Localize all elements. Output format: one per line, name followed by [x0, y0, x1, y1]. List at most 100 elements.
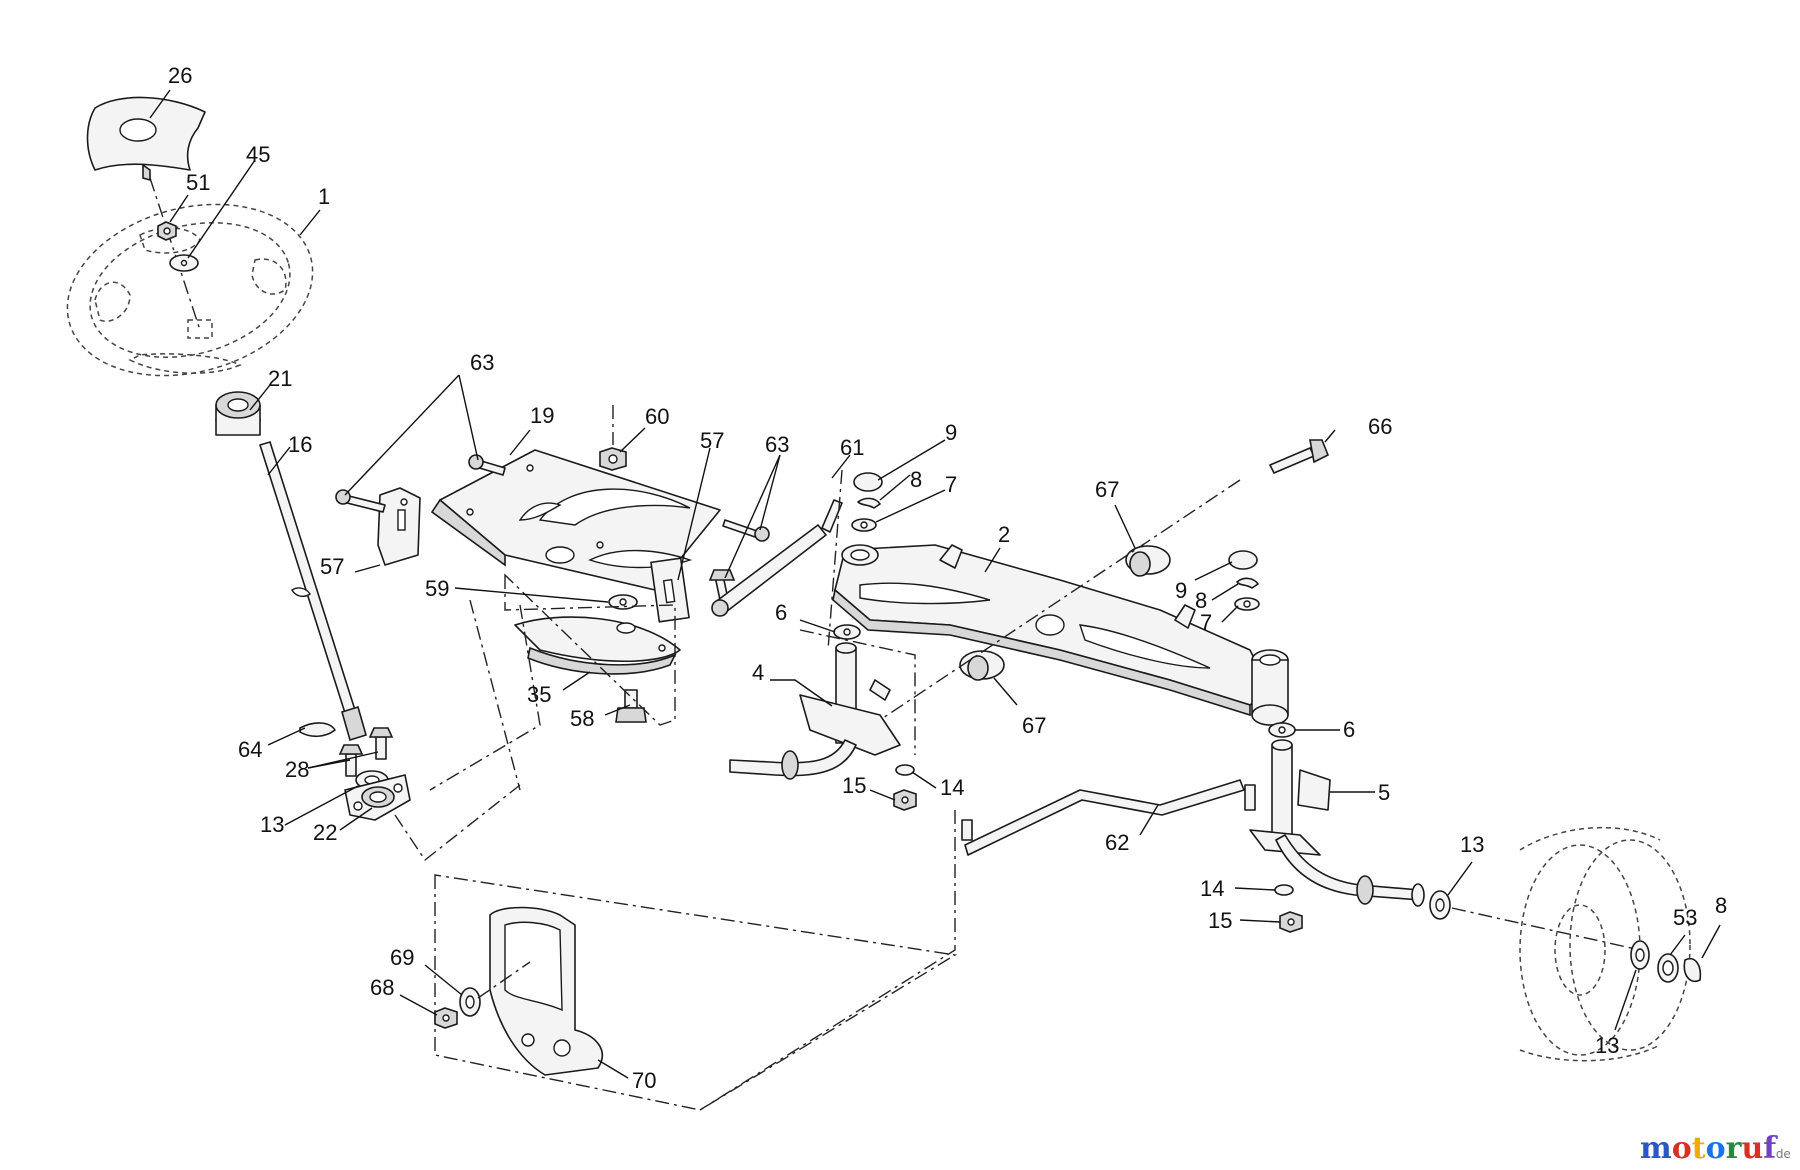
pivot-bolt-66 — [1269, 439, 1330, 474]
watermark-suffix: .de — [1772, 1147, 1791, 1161]
callout-9-left: 9 — [945, 420, 957, 445]
callout-15-left: 15 — [842, 773, 866, 798]
callout-59: 59 — [425, 576, 449, 601]
flange-nut-68 — [434, 1007, 458, 1029]
callout-labels: 26 1 45 51 21 16 64 28 13 22 63 19 57 59… — [168, 63, 1727, 1093]
nut-15-left — [893, 789, 917, 811]
bolt-63-right — [722, 519, 770, 542]
shoulder-bolt-58 — [615, 689, 647, 723]
callout-61: 61 — [840, 435, 864, 460]
callout-26: 26 — [168, 63, 192, 88]
callout-28: 28 — [285, 757, 309, 782]
nut-15-right — [1279, 911, 1303, 933]
callout-58: 58 — [570, 706, 594, 731]
callout-64: 64 — [238, 737, 262, 762]
callout-68: 68 — [370, 975, 394, 1000]
callout-14-left: 14 — [940, 775, 964, 800]
watermark-letter: o — [1706, 1131, 1726, 1166]
callout-1: 1 — [318, 184, 330, 209]
callout-7-left: 7 — [945, 472, 957, 497]
washer-59 — [608, 594, 638, 610]
steering-plate-70 — [489, 906, 604, 1076]
callout-53: 53 — [1673, 905, 1697, 930]
front-axle-2 — [832, 544, 1289, 726]
watermark-letter: u — [1741, 1131, 1763, 1166]
svg-text:motoruf: motoruf — [1640, 1131, 1778, 1166]
mounting-bracket-57-left — [377, 487, 421, 566]
steering-support-plate — [430, 449, 721, 623]
washer-69 — [459, 987, 481, 1017]
watermark-letter: f — [1763, 1131, 1778, 1166]
callout-57-right: 57 — [700, 428, 724, 453]
callout-63-left: 63 — [470, 350, 494, 375]
cap-9-right — [1228, 550, 1258, 570]
hex-nut-51 — [157, 221, 177, 241]
callout-21: 21 — [268, 366, 292, 391]
front-wheel — [1519, 826, 1691, 1062]
callout-16: 16 — [288, 432, 312, 457]
bumper-67-lower — [959, 650, 1005, 681]
bolt-28 — [338, 727, 394, 777]
spindle-5-right — [1249, 739, 1425, 907]
callout-62: 62 — [1105, 830, 1129, 855]
callout-14-right: 14 — [1200, 876, 1224, 901]
spacer-6-left — [833, 624, 861, 640]
callout-6-left: 6 — [775, 600, 787, 625]
callout-5: 5 — [1378, 780, 1390, 805]
callout-13-spindle: 13 — [1460, 832, 1484, 857]
watermark-letter: r — [1726, 1131, 1743, 1166]
callout-63-right: 63 — [765, 432, 789, 457]
washer-14-left — [895, 764, 915, 776]
hub-cap-clip-8 — [1683, 958, 1702, 982]
bolt-63-left — [335, 489, 386, 513]
callout-7-right: 7 — [1200, 610, 1212, 635]
washer-45 — [169, 254, 199, 272]
callout-35: 35 — [527, 682, 551, 707]
callout-70: 70 — [632, 1068, 656, 1093]
callout-19: 19 — [530, 403, 554, 428]
steering-adapter — [215, 391, 261, 436]
hex-nut-60 — [599, 447, 627, 471]
washer-13-spindle — [1429, 890, 1451, 920]
callout-66: 66 — [1368, 414, 1392, 439]
washer-53 — [1657, 953, 1679, 983]
callout-8-wheel: 8 — [1715, 893, 1727, 918]
steering-shaft — [259, 441, 367, 742]
cap-9-left — [853, 472, 883, 492]
steering-bracket-22 — [344, 774, 411, 821]
washer-7-left — [851, 518, 877, 532]
callout-9-right: 9 — [1175, 578, 1187, 603]
clip-8-left — [857, 497, 881, 509]
sector-gear-35 — [514, 616, 681, 675]
spacer-6-right — [1268, 722, 1296, 738]
leader-lines — [149, 89, 1721, 1079]
bumper-67-upper — [1125, 545, 1171, 577]
callout-8-left: 8 — [910, 467, 922, 492]
spindle-4-left — [729, 642, 901, 780]
steering-wheel-cover — [86, 96, 206, 182]
washer-13-wheel — [1630, 940, 1650, 970]
washer-7-right — [1234, 597, 1260, 611]
callout-45: 45 — [246, 142, 270, 167]
callout-4: 4 — [752, 660, 764, 685]
callout-22: 22 — [313, 820, 337, 845]
watermark-letter: t — [1692, 1131, 1706, 1166]
callout-2: 2 — [998, 522, 1010, 547]
roll-pin-64 — [299, 722, 336, 738]
callout-69: 69 — [390, 945, 414, 970]
callout-6-right: 6 — [1343, 717, 1355, 742]
callout-57-left: 57 — [320, 554, 344, 579]
callout-8-right: 8 — [1195, 588, 1207, 613]
watermark-letter: m — [1640, 1131, 1672, 1166]
watermark-logo: motoruf .de — [1640, 1131, 1791, 1166]
bolt-63-middle — [468, 454, 506, 476]
drag-link-61 — [711, 499, 843, 617]
washer-14-right — [1274, 884, 1294, 896]
callout-13-bearing: 13 — [260, 812, 284, 837]
callout-67-upper: 67 — [1095, 477, 1119, 502]
callout-15-right: 15 — [1208, 908, 1232, 933]
watermark-letter: o — [1672, 1131, 1692, 1166]
callout-67-lower: 67 — [1022, 713, 1046, 738]
